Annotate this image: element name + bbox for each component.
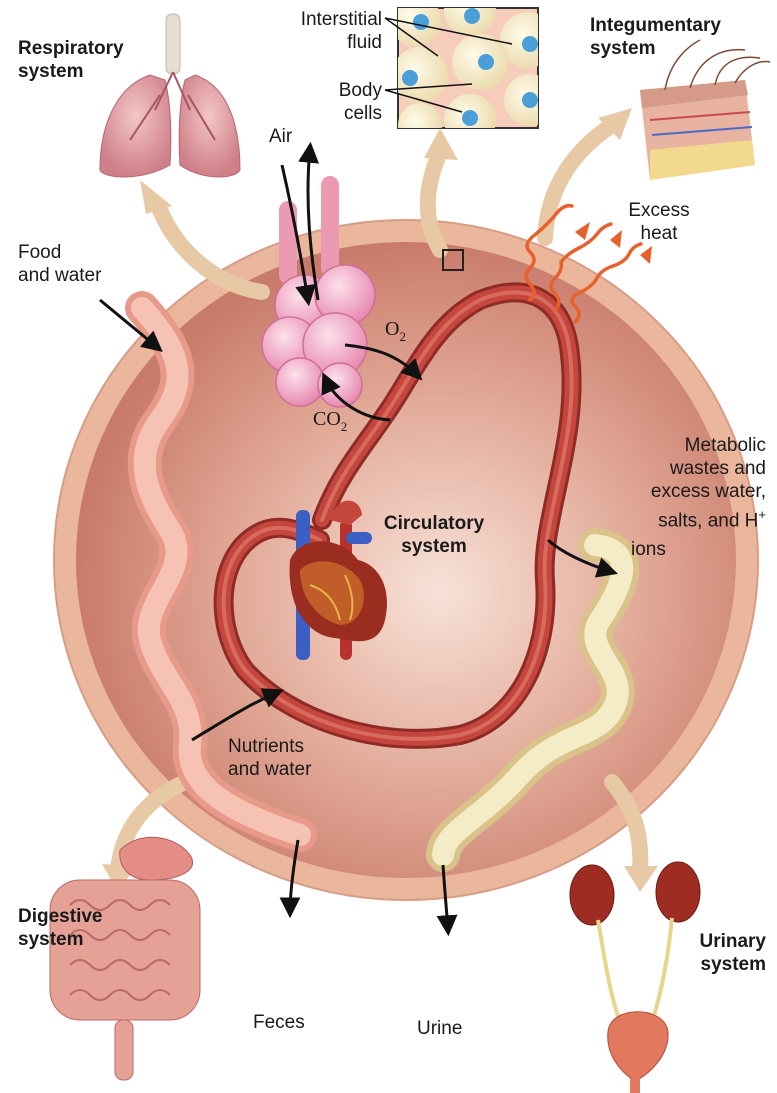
urinary-organs-icon <box>570 862 700 1093</box>
ions-label: ions <box>631 538 666 561</box>
metabolic-wastes-label: Metabolic wastes and excess water, salts… <box>560 434 766 532</box>
air-label: Air <box>269 125 292 148</box>
feces-label: Feces <box>253 1011 305 1034</box>
urine-label: Urine <box>417 1017 462 1040</box>
skin-icon <box>640 40 770 180</box>
cells-inset <box>385 0 556 147</box>
